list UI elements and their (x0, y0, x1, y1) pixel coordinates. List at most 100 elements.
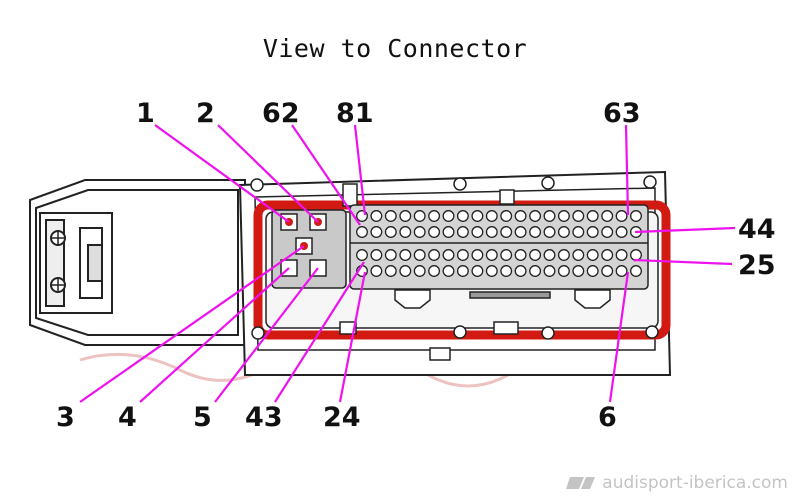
signal-pin (514, 249, 527, 261)
signal-pin (471, 265, 484, 277)
leader-62 (291, 124, 361, 226)
signal-pin (630, 265, 642, 277)
signal-pin (543, 210, 556, 222)
signal-pin (630, 210, 642, 222)
signal-pin (456, 210, 469, 222)
leader-1 (154, 124, 290, 223)
signal-pin (456, 226, 469, 238)
signal-pin (586, 249, 599, 261)
signal-pin (586, 226, 599, 238)
signal-pin (471, 249, 484, 261)
pin-label-3: 3 (56, 402, 75, 433)
pin-label-2: 2 (196, 98, 215, 129)
pin-label-62: 62 (262, 98, 300, 129)
leader-43 (274, 261, 365, 403)
signal-pin (370, 210, 383, 222)
diagram-title: View to Connector (262, 34, 528, 63)
leader-3 (79, 245, 305, 403)
signal-pin (557, 265, 570, 277)
signal-pin (630, 249, 642, 261)
leader-6 (608, 271, 630, 403)
signal-pin-grid (349, 204, 649, 290)
signal-pin (529, 265, 542, 277)
signal-pin (557, 226, 570, 238)
pin-label-63: 63 (603, 98, 641, 129)
signal-pin (601, 226, 614, 238)
signal-pin (557, 210, 570, 222)
signal-pin (384, 265, 397, 277)
signal-pin (456, 249, 469, 261)
signal-pin (572, 226, 585, 238)
signal-pin (572, 249, 585, 261)
signal-pin (601, 249, 614, 261)
watermark: audisport-iberica.com (566, 473, 788, 493)
leader-63 (624, 124, 630, 216)
signal-pin (413, 226, 426, 238)
signal-pin (399, 226, 412, 238)
signal-pin (413, 210, 426, 222)
signal-pin (399, 249, 412, 261)
signal-pin (485, 210, 498, 222)
signal-pin (500, 210, 513, 222)
signal-pin (543, 265, 556, 277)
signal-pin (384, 210, 397, 222)
signal-pin (586, 210, 599, 222)
pin-label-43: 43 (245, 402, 283, 433)
power-pin-block (271, 209, 347, 289)
pin-label-81: 81 (336, 98, 374, 129)
signal-pin (601, 210, 614, 222)
signal-pin (428, 226, 441, 238)
signal-pin (500, 226, 513, 238)
signal-pin (601, 265, 614, 277)
leader-81 (353, 124, 367, 216)
signal-pin (572, 210, 585, 222)
signal-pin (485, 249, 498, 261)
plug-body (29, 179, 246, 346)
leader-2 (217, 124, 319, 223)
signal-pin (529, 249, 542, 261)
signal-pin (442, 249, 455, 261)
signal-pin (557, 249, 570, 261)
pin-label-4: 4 (118, 402, 137, 433)
signal-pin (500, 249, 513, 261)
signal-pin (356, 226, 368, 238)
leader-24 (338, 271, 367, 403)
pin-label-44: 44 (738, 214, 776, 245)
signal-pin (428, 249, 441, 261)
pin-label-1: 1 (136, 98, 155, 129)
signal-pin (514, 226, 527, 238)
signal-pin (370, 226, 383, 238)
leader-4 (139, 267, 290, 403)
signal-pin (572, 265, 585, 277)
signal-pin (529, 210, 542, 222)
signal-pin (615, 210, 628, 222)
signal-pin (514, 265, 527, 277)
leader-lines (79, 124, 736, 403)
signal-pin (413, 265, 426, 277)
pin-label-25: 25 (738, 250, 776, 281)
signal-pin (356, 249, 368, 261)
signal-pin (485, 226, 498, 238)
signal-pin (485, 265, 498, 277)
signal-pin (399, 265, 412, 277)
signal-pin (384, 249, 397, 261)
pin-label-24: 24 (323, 402, 361, 433)
signal-pin (615, 265, 628, 277)
signal-pin (586, 265, 599, 277)
watermark-text: audisport-iberica.com (602, 473, 788, 493)
brand-logo-icon (566, 477, 596, 489)
signal-pin (471, 226, 484, 238)
signal-pin (384, 226, 397, 238)
signal-pin (615, 226, 628, 238)
signal-pin (370, 249, 383, 261)
signal-pin (413, 249, 426, 261)
signal-pin (442, 265, 455, 277)
signal-pin (543, 226, 556, 238)
latch-region (394, 289, 611, 309)
signal-pin (500, 265, 513, 277)
leader-25 (633, 258, 733, 266)
signal-pin (442, 210, 455, 222)
signal-pin (543, 249, 556, 261)
signal-pin (442, 226, 455, 238)
